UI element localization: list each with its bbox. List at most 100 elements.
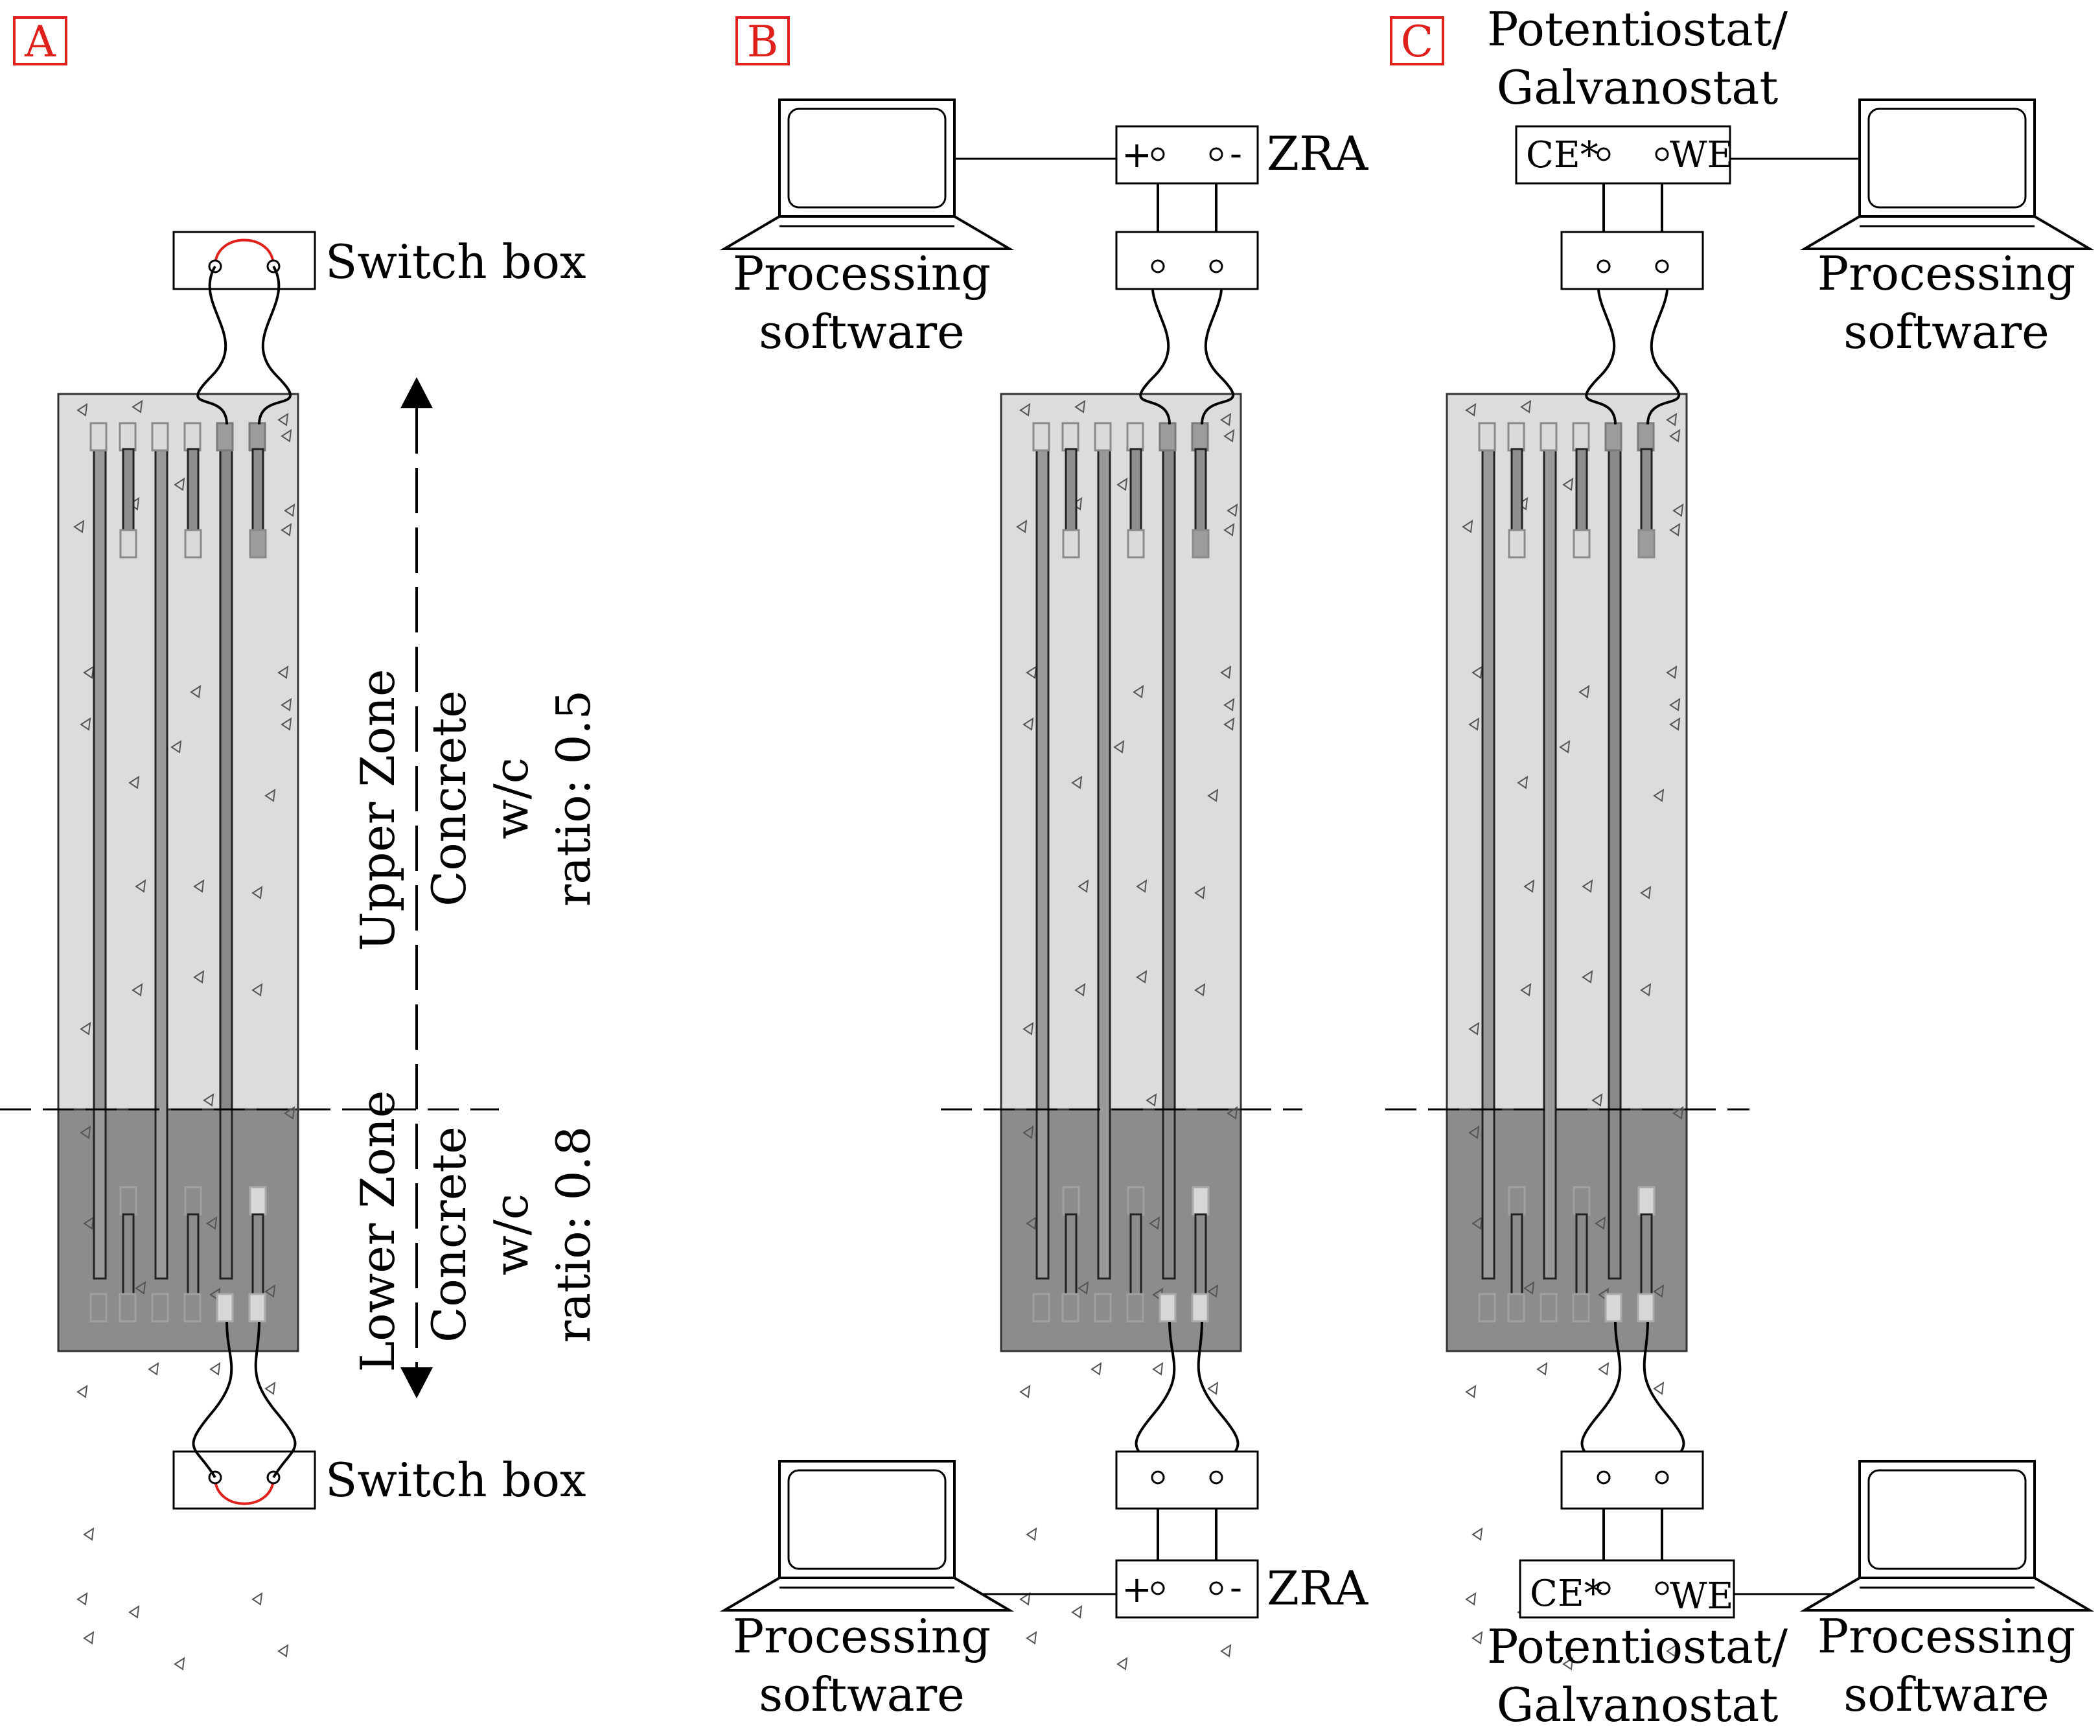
panel-b-letter: B [735,16,790,67]
lower-zone-title: Lower Zone [351,1090,405,1372]
aggregate-mark [76,1592,88,1606]
aggregate-mark [281,717,292,731]
cable [1646,265,1681,425]
aggregate-mark [1022,1126,1034,1139]
bar-tip-bottom [1061,1293,1079,1323]
bar-tip-bottom [1604,1293,1622,1323]
aggregate-mark [1468,717,1480,731]
aggregate-mark [1227,1106,1238,1120]
short-lower-bar-start [119,1186,137,1216]
aggregate-mark [277,665,289,679]
upper-zone-title: Upper Zone [351,669,405,951]
laptop-base [1799,1577,2095,1612]
reinforcement-bar [1162,438,1176,1280]
switch-box-top-label: Switch box [325,235,586,289]
zra-bottom-minus: - [1230,1567,1242,1609]
laptop-b-top-icon [719,98,1015,250]
aggregate-mark [148,1362,159,1376]
short-lower-bar [251,1213,264,1297]
aggregate-mark [1078,879,1089,893]
bar-tip-bottom [1032,1293,1050,1323]
aggregate-mark [1471,1527,1483,1541]
aggregate-mark [1653,789,1665,802]
short-upper-bar [251,448,264,531]
aggregate-mark [1136,879,1148,893]
aggregate-mark [1026,665,1037,679]
zone-axis [400,377,433,1398]
aggregate-mark [1223,429,1235,443]
aggregate-mark [1220,413,1232,426]
short-lower-bar [187,1213,200,1297]
aggregate-mark [83,665,95,679]
short-upper-bar-end [1637,529,1656,559]
aggregate-mark [1471,1631,1483,1645]
lower-zone-line1: Concrete [422,1126,476,1343]
short-lower-bar-start [1508,1186,1526,1216]
switch-box-top: Switch box [172,231,586,290]
reinforcement-bar [93,438,107,1280]
bar-tip-bottom [1478,1293,1496,1323]
aggregate-mark [1591,1093,1603,1107]
short-lower-bar-start [1127,1186,1145,1216]
aggregate-mark [1595,1216,1606,1230]
potentiostat-bottom-ce: CE* [1530,1573,1602,1615]
short-upper-bar-end [1062,529,1080,559]
reinforcement-bar [219,438,233,1280]
aggregate-mark [1520,983,1532,997]
arrow-down-icon [400,1367,433,1398]
aggregate-mark [1462,520,1473,533]
aggregate-mark [174,1657,185,1671]
aggregate-mark [1220,1644,1232,1658]
short-lower-bar [1065,1213,1078,1297]
short-upper-bar [1065,448,1078,531]
reinforcement-bar [1608,438,1622,1280]
cable [1201,265,1235,425]
laptop-screen [1867,1469,2027,1570]
aggregate-mark [1207,1284,1219,1298]
aggregate-mark [1640,983,1652,997]
aggregate-mark [1666,1644,1678,1658]
aggregate-mark [193,970,205,984]
lower-zone-line3: ratio: 0.8 [546,1126,601,1343]
laptop-c-bottom-icon [1799,1460,2095,1612]
lower-zone-label: Lower Zone Concrete w/c ratio: 0.8 [351,1090,601,1372]
laptop-screen [787,108,947,209]
aggregate-mark [1669,698,1681,712]
aggregate-mark [1465,1592,1477,1606]
upper-zone-line3: ratio: 0.5 [546,690,601,907]
bar-tip [1507,422,1525,452]
aggregate-mark [1523,1281,1535,1295]
aggregate-mark [1133,685,1144,699]
aggregate-mark [1016,520,1028,533]
aggregate-mark [264,1284,276,1298]
aggregate-mark [1672,1106,1684,1120]
aggregate-mark [1022,717,1034,731]
aggregate-mark [1071,776,1083,789]
aggregate-mark [1523,879,1535,893]
short-lower-bar [1575,1213,1588,1297]
aggregate-mark [1666,413,1678,426]
aggregate-mark [1669,523,1681,537]
potentiostat-bottom-we: WE [1670,1575,1733,1617]
aggregate-mark [83,1527,95,1541]
short-upper-bar [1194,448,1207,531]
panel-a-letter: A [13,16,67,67]
aggregate-mark [83,1631,95,1645]
reinforcement-bar [154,438,168,1280]
short-upper-bar [1640,448,1653,531]
bar-tip-bottom [1637,1293,1655,1323]
aggregate-mark [1536,1362,1548,1376]
aggregate-mark [281,523,292,537]
aggregate-mark [132,400,143,413]
aggregate-mark [1026,1527,1037,1541]
potentiostat-top-line1: Potentiostat/ [1487,2,1788,56]
aggregate-mark [209,1362,221,1376]
aggregate-mark [1152,1362,1164,1376]
aggregate-mark [1113,740,1125,754]
short-upper-bar [187,448,200,531]
bar-tip [1094,422,1112,452]
short-upper-bar-end [1573,529,1591,559]
zra-top-plus: + [1122,134,1152,176]
aggregate-mark [1019,1385,1031,1398]
